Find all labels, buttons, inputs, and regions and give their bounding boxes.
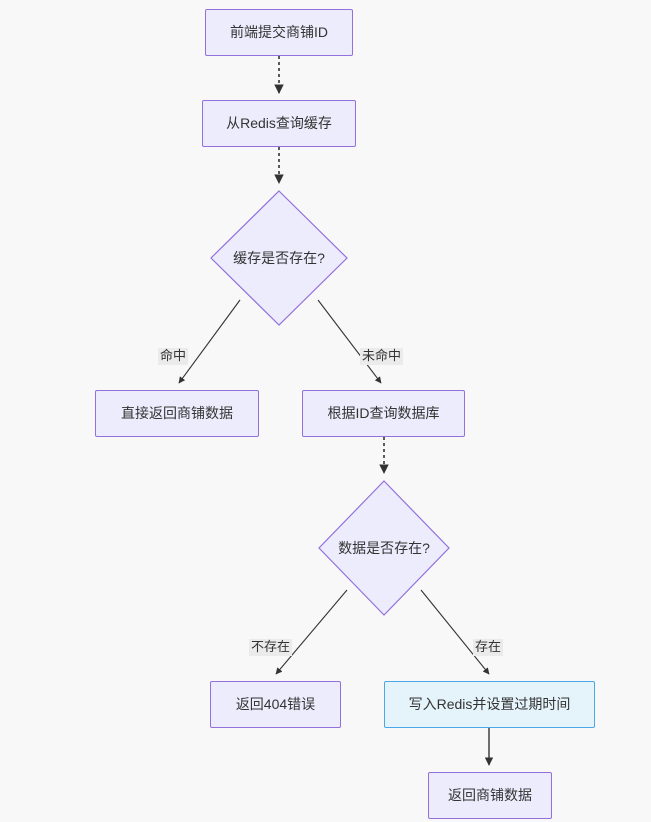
node-label: 返回商铺数据: [448, 787, 532, 804]
edge-label-cache-miss: 未命中: [360, 348, 404, 365]
node-return-shop-data[interactable]: 返回商铺数据: [428, 772, 552, 819]
node-data-exists-decision[interactable]: 数据是否存在?: [318, 480, 450, 616]
node-label: 根据ID查询数据库: [327, 405, 440, 422]
node-label: 直接返回商铺数据: [121, 405, 233, 422]
node-query-redis-cache[interactable]: 从Redis查询缓存: [202, 100, 356, 147]
node-label: 前端提交商铺ID: [230, 24, 328, 41]
node-label: 数据是否存在?: [338, 540, 430, 556]
node-submit-shop-id[interactable]: 前端提交商铺ID: [205, 9, 353, 56]
edge-label-data-exists: 存在: [473, 639, 504, 656]
node-write-redis-with-ttl[interactable]: 写入Redis并设置过期时间: [384, 681, 595, 728]
node-label: 缓存是否存在?: [233, 250, 325, 266]
edge-label-cache-hit: 命中: [158, 348, 189, 365]
diamond-shape: [318, 480, 450, 616]
node-cache-exists-decision[interactable]: 缓存是否存在?: [210, 190, 348, 326]
node-return-404-error[interactable]: 返回404错误: [210, 681, 341, 728]
node-query-db-by-id[interactable]: 根据ID查询数据库: [302, 390, 465, 437]
node-label: 从Redis查询缓存: [226, 115, 332, 132]
node-label: 返回404错误: [235, 696, 316, 713]
node-label: 写入Redis并设置过期时间: [408, 696, 571, 713]
diamond-shape: [210, 190, 348, 326]
edge-label-data-not-exists: 不存在: [249, 639, 293, 656]
node-return-shop-data-direct[interactable]: 直接返回商铺数据: [95, 390, 259, 437]
